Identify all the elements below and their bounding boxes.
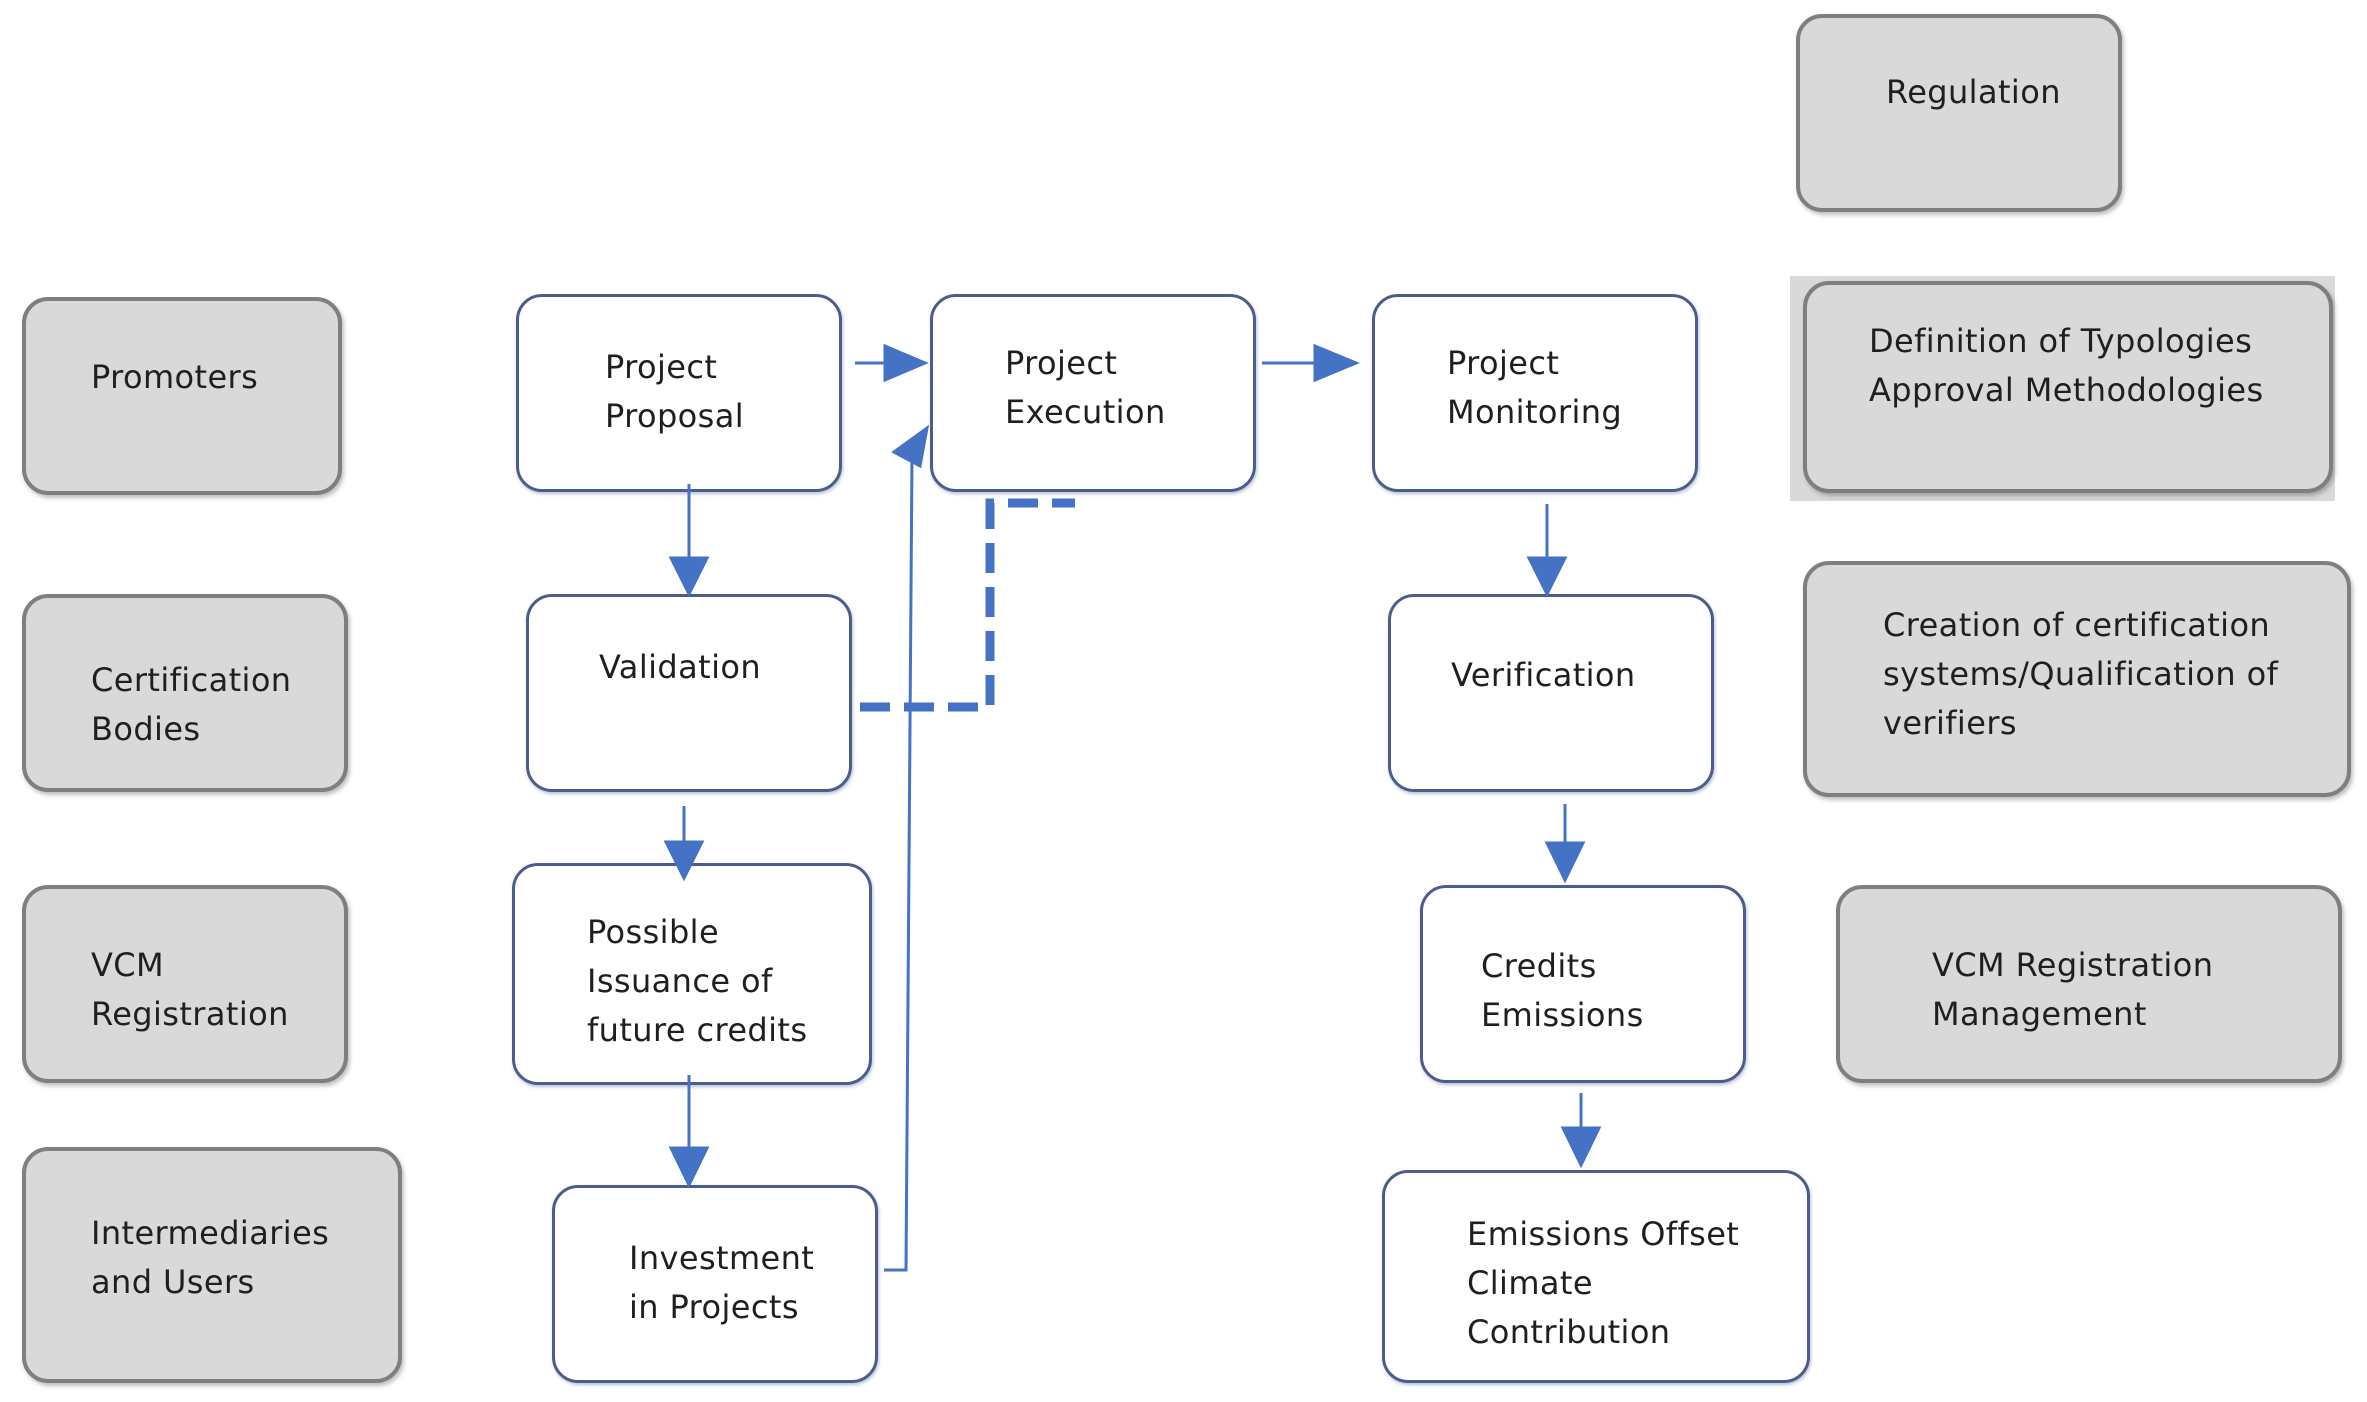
definition-box: Definition of Typologies Approval Method… bbox=[1803, 281, 2333, 493]
credits-emissions-label: Credits Emissions bbox=[1481, 947, 1644, 1034]
arrowhead-proposal-to-execution-icon bbox=[883, 343, 929, 383]
creation-label: Creation of certification systems/Qualif… bbox=[1883, 606, 2279, 742]
arrowhead-monitoring-to-verification-icon bbox=[1526, 556, 1568, 598]
vcm-management-label: VCM Registration Management bbox=[1932, 946, 2214, 1033]
emissions-offset-box: Emissions Offset Climate Contribution bbox=[1382, 1170, 1810, 1383]
verification-box: Verification bbox=[1388, 594, 1714, 792]
arrow-investment-to-execution bbox=[884, 454, 914, 1272]
project-proposal-label: Project Proposal bbox=[605, 348, 745, 435]
project-monitoring-box: Project Monitoring bbox=[1372, 294, 1698, 492]
investment-box: Investment in Projects bbox=[552, 1185, 878, 1383]
definition-label: Definition of Typologies Approval Method… bbox=[1869, 322, 2264, 409]
possible-issuance-label: Possible Issuance of future credits bbox=[587, 913, 808, 1049]
validation-label: Validation bbox=[599, 648, 762, 686]
promoters-box: Promoters bbox=[22, 297, 342, 495]
creation-box: Creation of certification systems/Qualif… bbox=[1803, 561, 2351, 797]
regulation-box: Regulation bbox=[1796, 14, 2122, 212]
certification-bodies-label: Certification Bodies bbox=[91, 661, 292, 748]
arrowhead-proposal-to-validation-icon bbox=[668, 556, 710, 598]
dashed-validation-to-execution bbox=[860, 498, 1075, 712]
project-execution-label: Project Execution bbox=[1005, 344, 1166, 431]
regulation-label: Regulation bbox=[1886, 73, 2061, 111]
certification-bodies-box: Certification Bodies bbox=[22, 594, 348, 792]
vcm-registration-label: VCM Registration bbox=[91, 946, 289, 1033]
arrowhead-issuance-to-investment-icon bbox=[668, 1146, 710, 1189]
project-monitoring-label: Project Monitoring bbox=[1447, 344, 1623, 431]
intermediaries-box: Intermediaries and Users bbox=[22, 1147, 402, 1383]
arrowhead-verification-to-credits-icon bbox=[1544, 841, 1586, 884]
arrowhead-execution-to-monitoring-icon bbox=[1313, 343, 1360, 383]
possible-issuance-box: Possible Issuance of future credits bbox=[512, 863, 872, 1085]
intermediaries-label: Intermediaries and Users bbox=[91, 1214, 330, 1301]
investment-label: Investment in Projects bbox=[629, 1239, 815, 1326]
arrowhead-investment-to-execution-icon bbox=[891, 424, 930, 469]
verification-label: Verification bbox=[1451, 656, 1636, 694]
project-execution-box: Project Execution bbox=[930, 294, 1256, 492]
vcm-registration-box: VCM Registration bbox=[22, 885, 348, 1083]
vcm-management-box: VCM Registration Management bbox=[1836, 885, 2342, 1083]
validation-box: Validation bbox=[526, 594, 852, 792]
arrowhead-credits-to-offset-icon bbox=[1560, 1126, 1602, 1169]
credits-emissions-box: Credits Emissions bbox=[1420, 885, 1746, 1083]
emissions-offset-label: Emissions Offset Climate Contribution bbox=[1467, 1215, 1740, 1351]
promoters-label: Promoters bbox=[91, 358, 259, 396]
project-proposal-box: Project Proposal bbox=[516, 294, 842, 492]
